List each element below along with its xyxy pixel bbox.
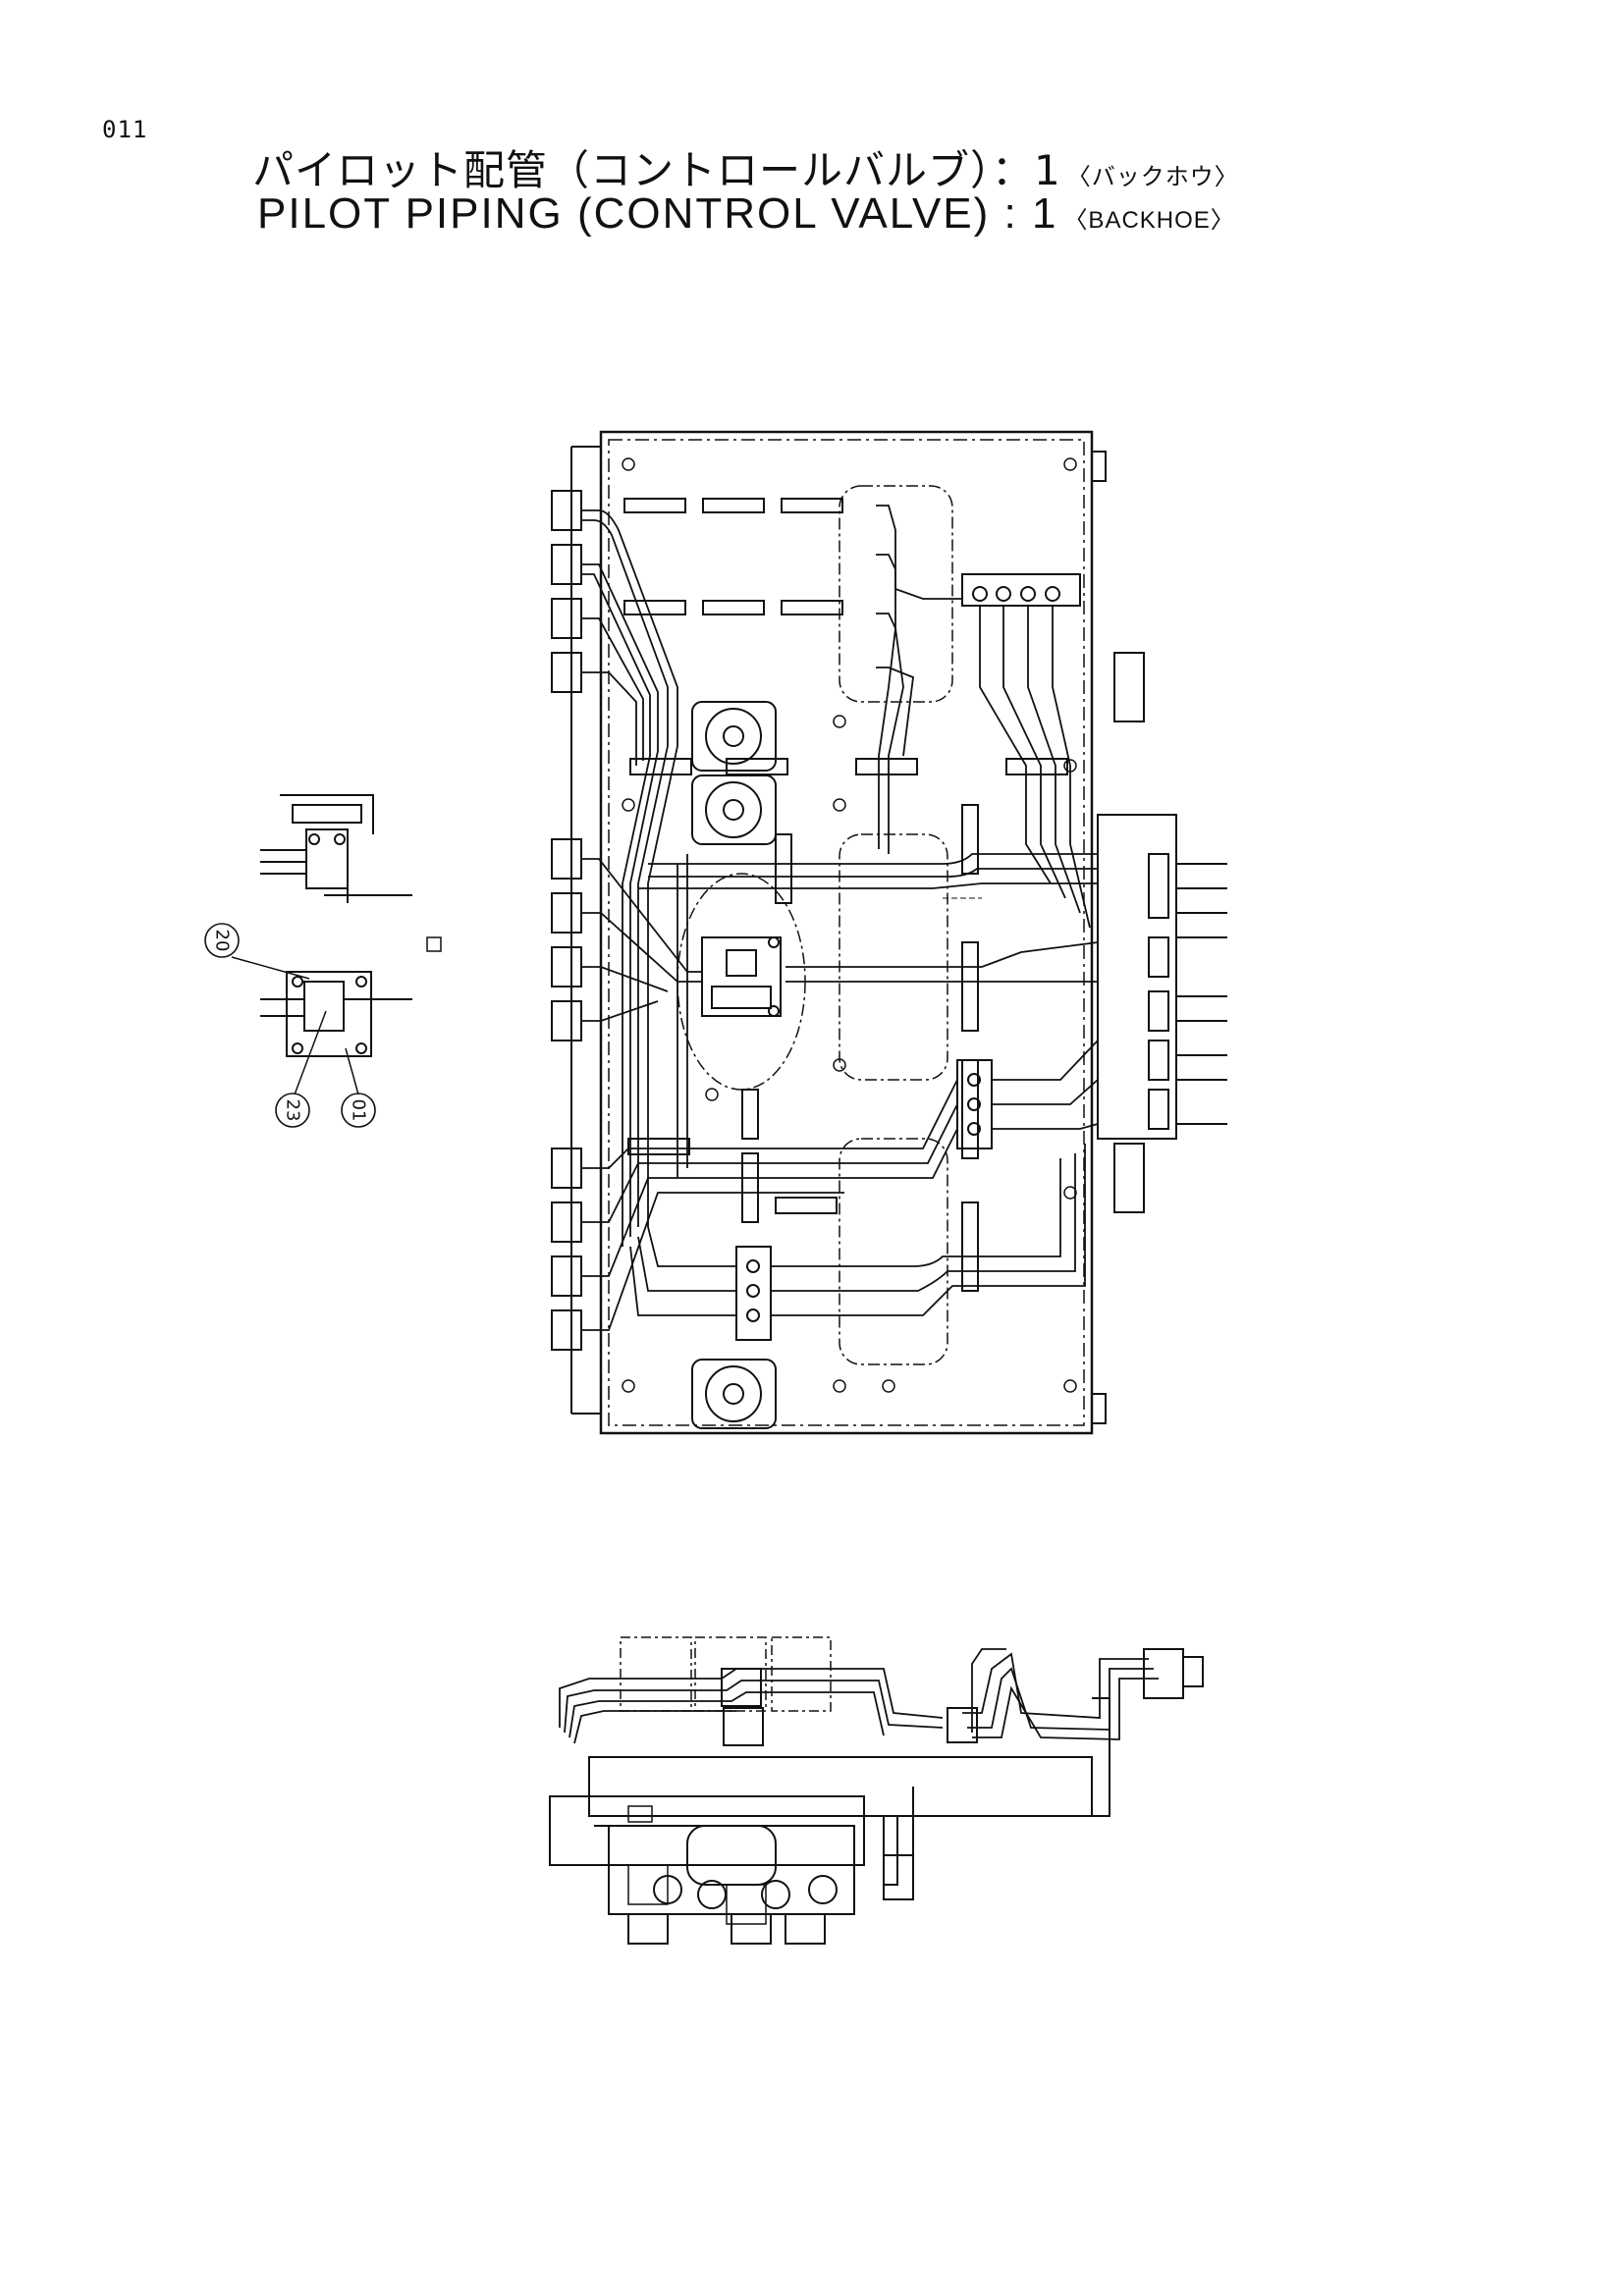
page-number: 011 xyxy=(102,116,148,143)
flange-components xyxy=(691,701,777,1429)
callout-01: 01 xyxy=(341,1093,376,1128)
callout-20: 20 xyxy=(204,923,240,958)
right-manifold xyxy=(1097,652,1227,1213)
mounting-holes xyxy=(622,457,1077,1393)
title-jp-sub: 〈バックホウ〉 xyxy=(1066,163,1239,190)
callout-23: 23 xyxy=(275,1093,310,1128)
title-japanese: パイロット配管（コントロールバルブ）：1〈バックホウ〉 xyxy=(252,137,1239,197)
title-jp-main: パイロット配管（コントロールバルブ）：1 xyxy=(252,146,1061,194)
bottom-elevation-view xyxy=(549,1636,1204,1945)
main-plan-view xyxy=(551,430,1227,1435)
left-detail-view xyxy=(231,794,442,1095)
pilot-pipes xyxy=(581,505,1099,1331)
central-valve-block xyxy=(701,936,782,1017)
upper-fitting-block xyxy=(961,573,1081,607)
title-en-sub: 〈BACKHOE〉 xyxy=(1063,207,1235,234)
left-port-blocks xyxy=(551,490,582,1351)
mounting-bars xyxy=(623,498,1068,1292)
title-english: PILOT PIPING (CONTROL VALVE) : 1〈BACKHOE… xyxy=(257,189,1235,239)
title-en-main: PILOT PIPING (CONTROL VALVE) : 1 xyxy=(257,189,1058,238)
callout-20-label: 20 xyxy=(212,930,233,952)
callout-01-label: 01 xyxy=(349,1099,369,1122)
callout-23-label: 23 xyxy=(283,1099,303,1122)
dashed-regions xyxy=(677,485,953,1365)
